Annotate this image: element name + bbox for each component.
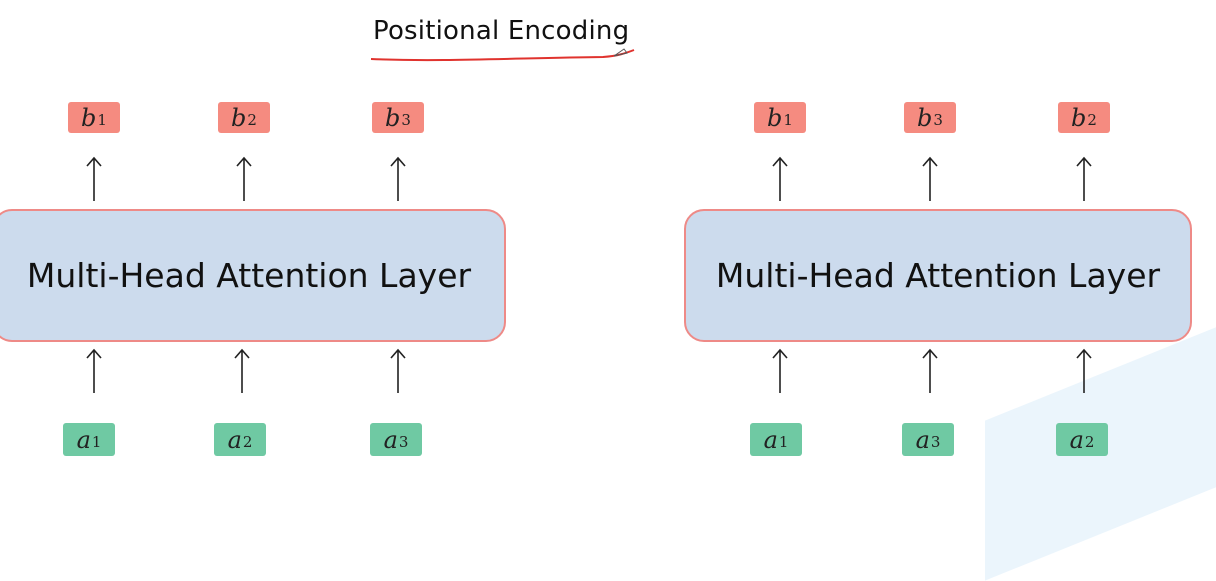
- multi-head-attention-box: Multi-Head Attention Layer: [0, 209, 506, 342]
- up-arrow: [922, 348, 938, 393]
- up-arrow: [1076, 156, 1092, 201]
- up-arrow: [772, 348, 788, 393]
- up-arrow: [86, 156, 102, 201]
- title-underline: [370, 48, 635, 62]
- up-arrow: [390, 348, 406, 393]
- page-title: Positional Encoding: [373, 16, 630, 46]
- up-arrow: [922, 156, 938, 201]
- multi-head-attention-box: Multi-Head Attention Layer: [684, 209, 1192, 342]
- up-arrow: [234, 348, 250, 393]
- up-arrow: [86, 348, 102, 393]
- up-arrow: [1076, 348, 1092, 393]
- up-arrow: [390, 156, 406, 201]
- up-arrow: [236, 156, 252, 201]
- up-arrow: [772, 156, 788, 201]
